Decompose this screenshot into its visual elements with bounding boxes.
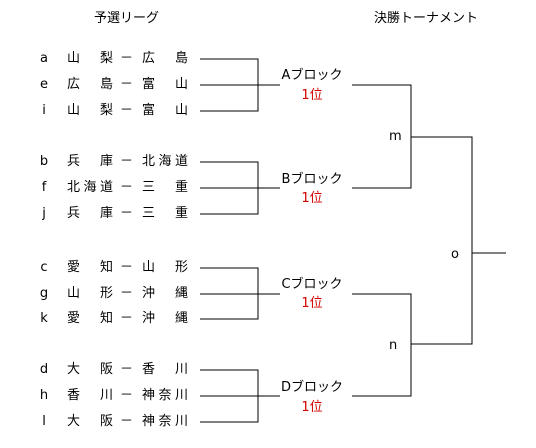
- home-team: 広 島: [67, 77, 113, 92]
- block-a-rank: 1位: [301, 88, 323, 103]
- match-letter: e: [40, 77, 48, 92]
- match-letter: l: [42, 414, 46, 429]
- away-team: 山 形: [142, 260, 188, 275]
- match-letter: b: [39, 154, 49, 169]
- match-letter: f: [41, 180, 47, 195]
- match-dash: －: [120, 77, 134, 92]
- home-team: 北海道: [67, 180, 113, 195]
- match-dash: －: [120, 260, 134, 275]
- match-dash: －: [120, 286, 134, 301]
- bracket-o: [411, 136, 473, 345]
- match-letter: j: [42, 206, 46, 221]
- block-c-rank: 1位: [301, 296, 323, 311]
- home-team: 愛 知: [67, 260, 113, 275]
- block-c-label: Cブロック: [281, 277, 343, 292]
- match-dash: －: [120, 362, 134, 377]
- match-dash: －: [120, 206, 134, 221]
- home-team: 山 形: [67, 286, 113, 301]
- home-team: 山 梨: [67, 51, 113, 66]
- semifinal-n-label: n: [389, 338, 398, 353]
- home-team: 兵 庫: [67, 154, 113, 169]
- match-letter: g: [39, 286, 49, 301]
- away-team: 三 重: [142, 206, 188, 221]
- away-team: 三 重: [142, 180, 188, 195]
- block-b-label: Bブロック: [281, 172, 343, 187]
- match-dash: －: [120, 414, 134, 429]
- match-dash: －: [120, 103, 134, 118]
- away-team: 広 島: [142, 51, 188, 66]
- home-team: 兵 庫: [67, 206, 113, 221]
- match-dash: －: [120, 311, 134, 326]
- match-letter: d: [39, 362, 49, 377]
- match-dash: －: [120, 51, 134, 66]
- away-team: 北海道: [142, 154, 188, 169]
- away-team: 神奈川: [142, 414, 188, 429]
- bracket-n: [352, 293, 412, 397]
- match-letter: k: [40, 311, 48, 326]
- home-team: 香 川: [67, 388, 113, 403]
- match-dash: －: [120, 154, 134, 169]
- away-team: 富 山: [142, 103, 188, 118]
- match-letter: a: [40, 51, 48, 66]
- home-team: 大 阪: [67, 414, 113, 429]
- home-team: 山 梨: [67, 103, 113, 118]
- match-letter: h: [39, 388, 49, 403]
- block-b-rank: 1位: [301, 191, 323, 206]
- semifinal-m-label: m: [389, 129, 402, 144]
- away-team: 神奈川: [142, 388, 188, 403]
- away-team: 沖 縄: [142, 286, 188, 301]
- block-d-label: Dブロック: [280, 380, 343, 395]
- away-team: 富 山: [142, 77, 188, 92]
- block-d-rank: 1位: [301, 400, 323, 415]
- league-header: 予選リーグ: [94, 11, 160, 26]
- match-letter: c: [40, 260, 48, 275]
- home-team: 愛 知: [67, 311, 113, 326]
- away-team: 香 川: [142, 362, 188, 377]
- match-dash: －: [120, 388, 134, 403]
- final-o-label: o: [451, 247, 459, 262]
- bracket-m: [352, 84, 412, 189]
- tournament-header: 決勝トーナメント: [374, 11, 479, 26]
- home-team: 大 阪: [67, 362, 113, 377]
- match-dash: －: [120, 180, 134, 195]
- block-a-label: Aブロック: [281, 68, 343, 83]
- away-team: 沖 縄: [142, 311, 188, 326]
- match-letter: i: [42, 103, 46, 118]
